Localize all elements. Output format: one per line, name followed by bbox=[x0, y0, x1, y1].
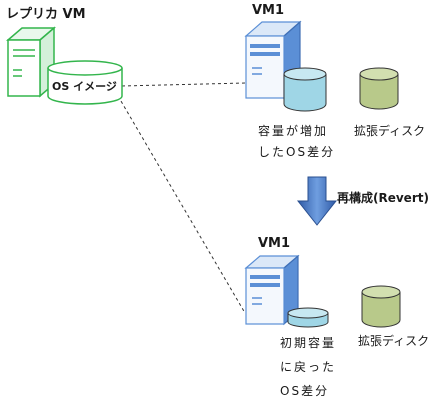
vm-top-ext-disk-label: 拡張ディスク bbox=[354, 124, 426, 138]
vm-bottom-server-icon bbox=[244, 254, 300, 326]
vm-bottom-os-diff-label-line3: OS差分 bbox=[280, 384, 330, 398]
down-arrow-icon bbox=[296, 176, 338, 226]
vm-bottom-os-diff-label-line2: に戻った bbox=[280, 360, 337, 374]
connector-bottom bbox=[117, 95, 246, 314]
os-image-label: OS イメージ bbox=[52, 80, 117, 93]
revert-label: 再構成(Revert) bbox=[337, 191, 429, 205]
vm-bottom-ext-disk-label: 拡張ディスク bbox=[358, 334, 430, 348]
vm-top-os-diff-label-line1: 容量が増加 bbox=[258, 124, 329, 138]
replica-vm-title: レプリカ VM bbox=[6, 7, 86, 22]
vm-top-ext-disk-icon bbox=[359, 67, 399, 110]
vm-top-os-diff-label-line2: したOS差分 bbox=[258, 145, 336, 159]
vm-bottom-title: VM1 bbox=[258, 236, 291, 251]
vm-top-os-diff-disk-icon bbox=[283, 67, 327, 112]
vm-bottom-os-diff-disk-icon bbox=[287, 307, 329, 328]
vm-bottom-os-diff-label-line1: 初期容量 bbox=[280, 336, 337, 350]
connector-top bbox=[121, 82, 246, 87]
vm-top-title: VM1 bbox=[252, 3, 285, 18]
vm-bottom-ext-disk-icon bbox=[361, 285, 401, 328]
os-image-disk-icon bbox=[47, 60, 123, 105]
